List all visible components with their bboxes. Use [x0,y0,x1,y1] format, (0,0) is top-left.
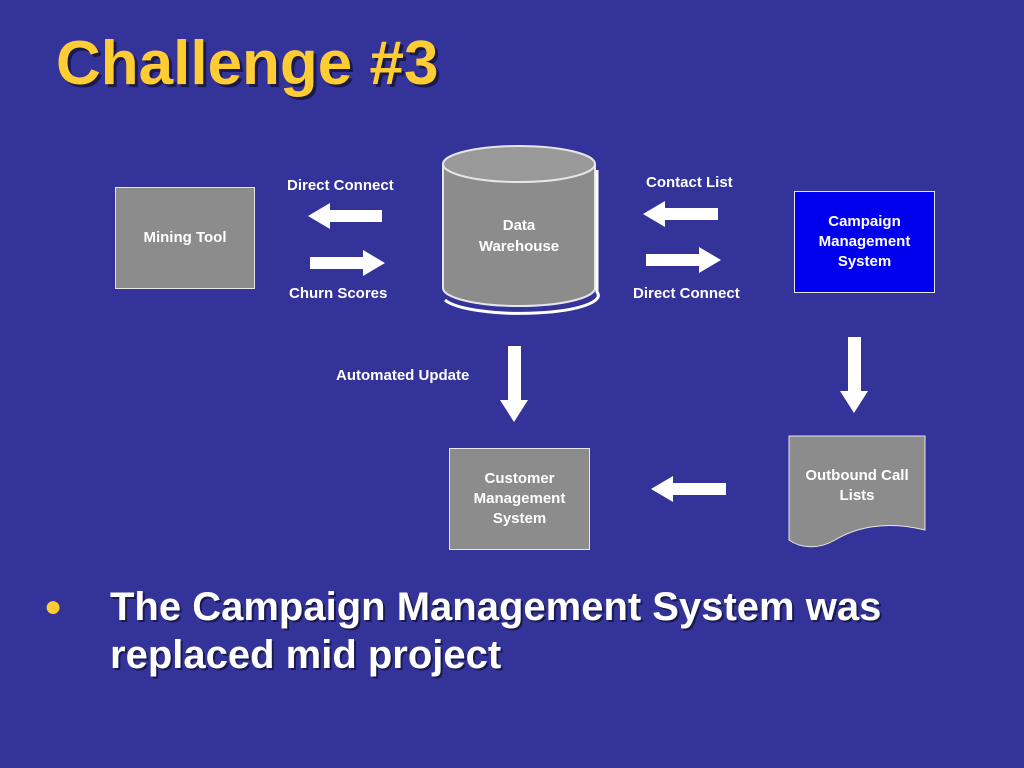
slide-title: Challenge #3 [56,29,439,98]
data-warehouse-label-line1: Data [502,217,536,234]
campaign-label-line3: System [837,253,892,270]
campaign-label-line2: Management [818,233,911,250]
arrow-outbound-to-customer-left-icon [651,476,726,502]
edge-label-contact-list: Contact List [646,174,733,191]
arrow-campaign-down-icon [840,337,868,413]
customer-label-line2: Management [473,490,566,507]
data-warehouse-cylinder [442,145,600,315]
campaign-label-line1: Campaign [828,213,901,230]
bullet-dot-icon: ● [44,590,63,623]
edge-label-direct-connect-left: Direct Connect [287,177,394,194]
outbound-label-line1: Outbound Call [805,467,909,484]
edge-label-automated-update: Automated Update [336,367,470,384]
mining-tool-node: Mining Tool [115,187,255,289]
edge-label-direct-connect-right: Direct Connect [633,285,740,302]
bullet-text: The Campaign Management System was repla… [110,585,882,677]
outbound-call-lists-document [788,435,926,548]
customer-label-line3: System [492,510,547,527]
arrow-automated-update-down-icon [500,346,528,422]
data-warehouse-label-line2: Warehouse [478,238,560,255]
arrow-churn-scores-right-icon [310,250,385,276]
arrow-direct-connect-left-icon [308,203,382,229]
customer-management-system-node: Customer Management System [449,448,590,550]
outbound-label-line2: Lists [839,487,875,504]
edge-label-churn-scores: Churn Scores [289,285,388,302]
arrow-direct-connect-right-icon [646,247,721,273]
arrow-contact-list-left-icon [643,201,718,227]
customer-label-line1: Customer [484,470,555,487]
outbound-call-lists-label: Outbound Call Lists [788,466,926,506]
campaign-management-system-node: Campaign Management System [794,191,935,293]
mining-tool-label: Mining Tool [143,229,227,246]
data-warehouse-label: Data Warehouse [440,215,598,257]
